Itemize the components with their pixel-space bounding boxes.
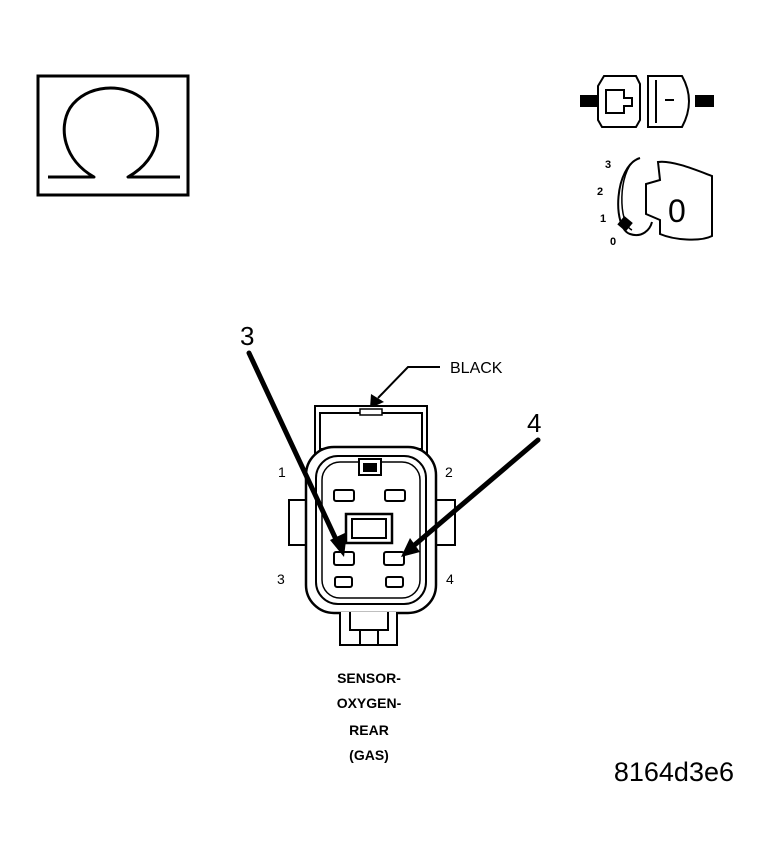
caption-line-1: SENSOR-: [337, 670, 401, 686]
callout-arrow-4: [401, 437, 541, 557]
ignition-key-off-icon: 3 2 1 0 0: [597, 157, 713, 248]
ignition-position-1: 1: [600, 213, 606, 225]
ohmmeter-icon: [36, 74, 190, 197]
pin-cavity-4: [383, 551, 405, 566]
pin-label-4: 4: [446, 571, 454, 587]
ignition-position-2: 2: [597, 186, 603, 198]
caption-line-4: (GAS): [349, 747, 389, 763]
ignition-key-face-label: 0: [668, 193, 686, 229]
ignition-position-3: 3: [605, 159, 611, 171]
pin-label-2: 2: [445, 464, 453, 480]
callout-number-3: 3: [240, 321, 254, 351]
figure-id: 8164d3e6: [614, 757, 734, 787]
ignition-position-0: 0: [610, 236, 616, 248]
pin-label-1: 1: [278, 464, 286, 480]
connector-disconnect-icon: [580, 75, 714, 128]
caption-line-2: OXYGEN-: [337, 695, 402, 711]
wire-color-callout: BLACK: [370, 360, 503, 408]
pin-label-3: 3: [277, 571, 285, 587]
callout-arrow-3: [246, 350, 347, 557]
connector-caption: SENSOR- OXYGEN- REAR (GAS): [337, 670, 402, 763]
sensor-connector: [288, 405, 456, 646]
wire-color-label: BLACK: [450, 360, 503, 377]
caption-line-3: REAR: [349, 722, 389, 738]
callout-number-4: 4: [527, 408, 541, 438]
